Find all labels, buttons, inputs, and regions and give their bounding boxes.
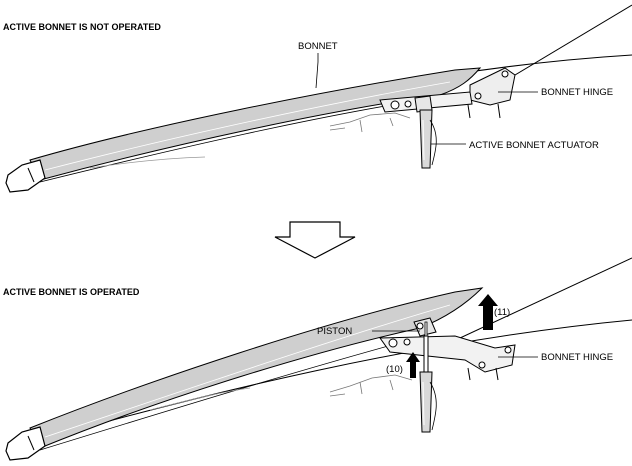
piston-rod [424, 321, 428, 337]
label-bonnet: BONNET [298, 41, 338, 52]
arrow-10-up [406, 352, 420, 378]
actuator-bottom [419, 321, 437, 433]
leader-bonnet-top [315, 53, 319, 89]
label-arrow-10: (10) [386, 364, 403, 375]
heading-operated: ACTIVE BONNET IS OPERATED [3, 287, 140, 297]
bumper-nose-top [5, 159, 46, 193]
heading-not-operated: ACTIVE BONNET IS NOT OPERATED [3, 22, 161, 32]
bumper-lip-bottom [27, 435, 35, 451]
grille-line-bottom [149, 387, 251, 411]
label-bonnet-hinge-bottom: BONNET HINGE [541, 352, 613, 363]
label-piston: PISTON [317, 326, 352, 337]
bumper-lip-top [27, 167, 35, 183]
arrow-11-up [478, 294, 498, 330]
transition-arrow [274, 221, 356, 259]
bonnet-inner-line-bottom [44, 304, 451, 438]
diagram-not-operated: ACTIVE BONNET IS NOT OPERATED [3, 4, 632, 193]
bonnet-underside-bottom [39, 339, 411, 451]
bonnet-panel-bottom [29, 287, 484, 449]
grille-line-top [89, 156, 206, 169]
diagram-operated: ACTIVE BONNET IS OPERATED [3, 257, 632, 461]
label-actuator: ACTIVE BONNET ACTUATOR [469, 140, 599, 151]
bumper-nose-bottom [5, 426, 46, 461]
windshield-line-bottom [444, 257, 632, 346]
actuator-top [419, 109, 437, 169]
bonnet-inner-line-top [44, 81, 451, 171]
label-arrow-11: (11) [494, 307, 510, 318]
label-bonnet-hinge-top: BONNET HINGE [541, 87, 613, 98]
bonnet-panel-top [29, 67, 482, 181]
